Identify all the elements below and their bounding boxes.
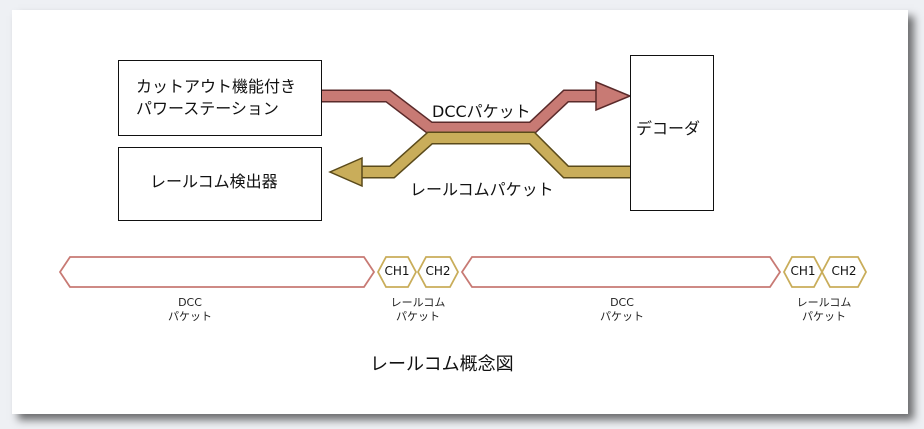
power-station-box bbox=[118, 60, 322, 136]
detector-box bbox=[118, 147, 322, 221]
dcc-caption-bottom: パケット bbox=[168, 310, 212, 323]
power-station-line2: パワーステーション bbox=[136, 99, 279, 118]
diagram-caption: レールコム概念図 bbox=[370, 354, 514, 375]
dcc-arrow-head bbox=[595, 80, 632, 112]
railcom-caption-bottom: パケット bbox=[396, 310, 440, 323]
timeline-dcc-caption-2: DCC パケット bbox=[592, 296, 652, 324]
timeline-ch2-label-2: CH2 bbox=[831, 264, 857, 278]
railcom-caption-top: レールコム bbox=[796, 296, 852, 309]
dcc-caption-top: DCC bbox=[178, 296, 202, 309]
timeline-ch1-hex-1 bbox=[376, 256, 418, 288]
dcc-caption-top: DCC bbox=[610, 296, 634, 309]
dcc-arrow-label: DCCパケット bbox=[432, 102, 531, 121]
railcom-caption-top: レールコム bbox=[390, 296, 446, 309]
timeline-ch2-hex-1 bbox=[416, 256, 460, 288]
decoder-label: デコーダ bbox=[636, 119, 701, 138]
timeline-railcom-caption-1: レールコム パケット bbox=[378, 296, 458, 324]
dcc-caption-bottom: パケット bbox=[600, 310, 644, 323]
detector-label: レールコム検出器 bbox=[150, 172, 278, 191]
timeline-ch1-label-1: CH1 bbox=[384, 264, 410, 278]
timeline-dcc-caption-1: DCC パケット bbox=[160, 296, 220, 324]
timeline-ch1-label-2: CH1 bbox=[790, 264, 816, 278]
timeline-dcc-packet-1 bbox=[58, 256, 376, 288]
timeline-dcc-packet-2 bbox=[460, 256, 782, 288]
timeline-ch2-hex-2 bbox=[820, 256, 868, 288]
timeline-ch1-hex-2 bbox=[782, 256, 824, 288]
railcom-arrow-label: レールコムパケット bbox=[410, 180, 554, 199]
timeline-railcom-caption-2: レールコム パケット bbox=[784, 296, 864, 324]
timeline-ch2-label-1: CH2 bbox=[425, 264, 451, 278]
railcom-caption-bottom: パケット bbox=[802, 310, 846, 323]
decoder-box bbox=[630, 55, 714, 211]
railcom-arrow-head bbox=[328, 156, 363, 188]
power-station-line1: カットアウト機能付き bbox=[136, 77, 297, 96]
